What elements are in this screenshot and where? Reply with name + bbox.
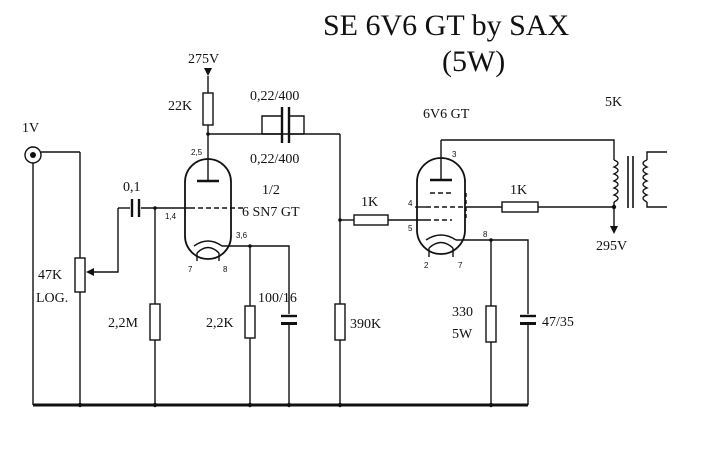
plate-resistor bbox=[202, 68, 340, 140]
screen-resistor bbox=[466, 201, 618, 234]
grid-stopper-label: 1K bbox=[361, 195, 378, 210]
cap-top-label: 0,22/400 bbox=[250, 89, 299, 104]
t1-cathode-pin: 3,6 bbox=[236, 231, 248, 240]
t2-plate-pin: 3 bbox=[452, 150, 457, 159]
t1-grid-pin: 1,4 bbox=[165, 212, 177, 221]
tube1-section-label: 1/2 bbox=[262, 183, 280, 198]
cathode-resistor2-value-label: 330 bbox=[452, 305, 473, 320]
grid-leak-resistor bbox=[334, 134, 346, 408]
output-transformer bbox=[612, 151, 667, 208]
cap-bottom-label: 0,22/400 bbox=[250, 152, 299, 167]
pot-value-label: 47K bbox=[38, 268, 62, 283]
cathode-resistor1-label: 2,2K bbox=[206, 316, 234, 331]
screen-resistor-label: 1K bbox=[510, 183, 527, 198]
t1-heater-pin-a: 7 bbox=[188, 265, 193, 274]
coupling-capacitor bbox=[118, 199, 190, 217]
cathode-resistor2-power-label: 5W bbox=[452, 327, 473, 342]
tube1-6sn7 bbox=[184, 140, 250, 261]
volume-pot bbox=[74, 152, 119, 405]
grid-stopper-resistor bbox=[340, 214, 426, 226]
input-level-label: 1V bbox=[22, 121, 39, 136]
pot-ground-junction bbox=[77, 402, 83, 408]
t1-heater-pin-b: 8 bbox=[223, 265, 228, 274]
output-coupling-capacitors bbox=[261, 107, 305, 143]
cathode-network-1 bbox=[244, 244, 297, 408]
supply-295-label: 295V bbox=[596, 239, 627, 254]
pot-taper-label: LOG. bbox=[36, 291, 68, 306]
supply-275-label: 275V bbox=[188, 52, 219, 67]
grid-leak-label: 390K bbox=[350, 317, 381, 332]
transformer-label: 5K bbox=[605, 95, 622, 110]
input-jack bbox=[24, 146, 80, 405]
grid-resistor-label: 2,2M bbox=[108, 316, 139, 331]
tube2-name-label: 6V6 GT bbox=[423, 107, 470, 122]
cathode-cap1-label: 100/16 bbox=[258, 291, 297, 306]
cathode-cap2-label: 47/35 bbox=[542, 315, 574, 330]
grid-resistor bbox=[149, 206, 161, 408]
t1-plate-pin: 2,5 bbox=[191, 148, 203, 157]
title: SE 6V6 GT by SAX bbox=[323, 9, 569, 42]
tube1-name-label: 6 SN7 GT bbox=[242, 205, 300, 220]
t2-cathode-pin: 8 bbox=[483, 230, 488, 239]
t2-heater-pin-b: 7 bbox=[458, 261, 463, 270]
tube2-6v6gt bbox=[415, 140, 491, 257]
coupling-cap-label: 0,1 bbox=[123, 180, 141, 195]
plate-resistor-label: 22K bbox=[168, 99, 192, 114]
cathode-network-2 bbox=[485, 238, 536, 408]
t2-g2-pin: 4 bbox=[408, 199, 413, 208]
t2-g1-pin: 5 bbox=[408, 224, 413, 233]
plate-to-transformer bbox=[441, 139, 615, 160]
t2-heater-pin-a: 2 bbox=[424, 261, 429, 270]
subtitle: (5W) bbox=[442, 45, 505, 78]
